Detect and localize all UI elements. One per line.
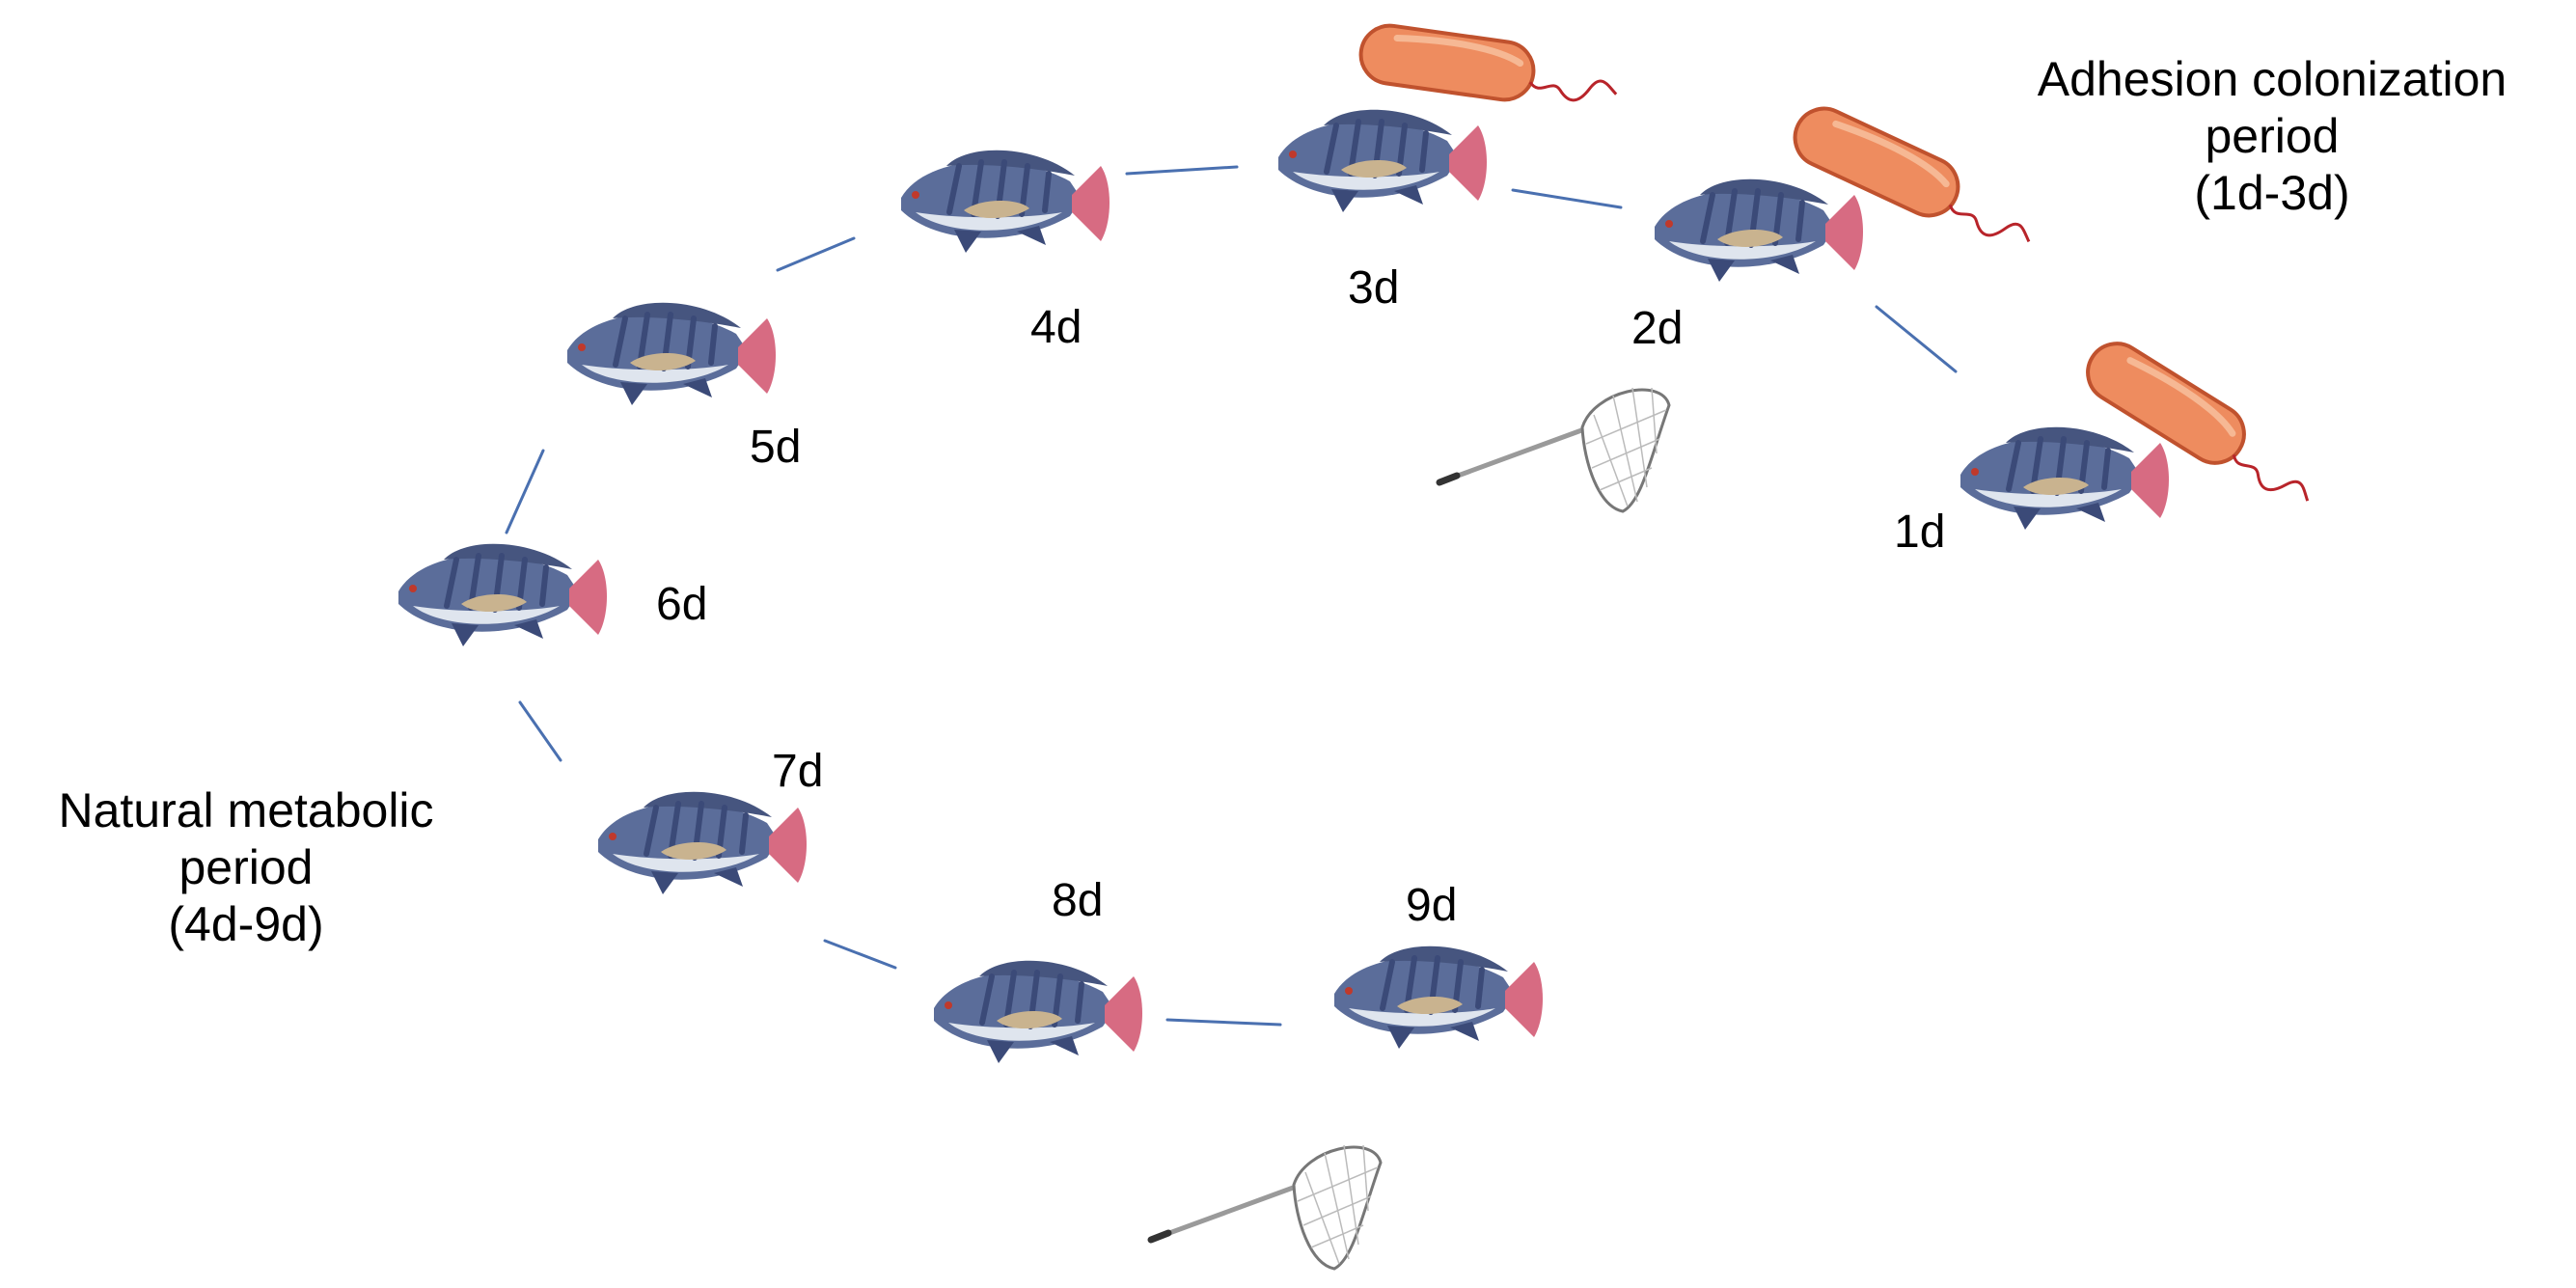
bacterium-icon bbox=[1357, 22, 1622, 116]
fish-icon bbox=[398, 544, 607, 646]
metabolic-line-2: period bbox=[178, 840, 314, 894]
fish-icon bbox=[1278, 110, 1487, 212]
fish-icon bbox=[567, 303, 776, 405]
day-label-9d: 9d bbox=[1406, 880, 1458, 931]
fish-icon bbox=[598, 792, 807, 894]
adhesion-line-2: period bbox=[2205, 109, 2340, 163]
day-label-7d: 7d bbox=[772, 746, 824, 797]
adhesion-line-1: Adhesion colonization bbox=[2037, 52, 2507, 106]
metabolic-line-1: Natural metabolic bbox=[58, 783, 434, 837]
adhesion-colonization-period-label: Adhesion colonization period (1d-3d) bbox=[1973, 51, 2571, 222]
adhesion-line-3: (1d-3d) bbox=[2194, 166, 2350, 220]
fish-icon bbox=[1655, 179, 1863, 282]
day-label-5d: 5d bbox=[750, 422, 802, 473]
day-label-8d: 8d bbox=[1052, 875, 1104, 926]
day-label-4d: 4d bbox=[1030, 302, 1082, 353]
fish-icon bbox=[1334, 946, 1543, 1049]
fish-icon bbox=[934, 961, 1142, 1063]
day-label-2d: 2d bbox=[1631, 303, 1684, 354]
day-label-6d: 6d bbox=[656, 579, 708, 630]
path-segments bbox=[505, 165, 1958, 1027]
fishing-net-icon bbox=[1439, 388, 1669, 511]
fish-icon bbox=[1960, 427, 2169, 530]
metabolic-line-3: (4d-9d) bbox=[168, 897, 324, 951]
natural-metabolic-period-label: Natural metabolic period (4d-9d) bbox=[0, 782, 492, 953]
day-label-3d: 3d bbox=[1348, 262, 1400, 314]
fishing-net-icon bbox=[1151, 1145, 1381, 1269]
fish-icon bbox=[901, 151, 1110, 253]
day-label-1d: 1d bbox=[1894, 507, 1946, 558]
